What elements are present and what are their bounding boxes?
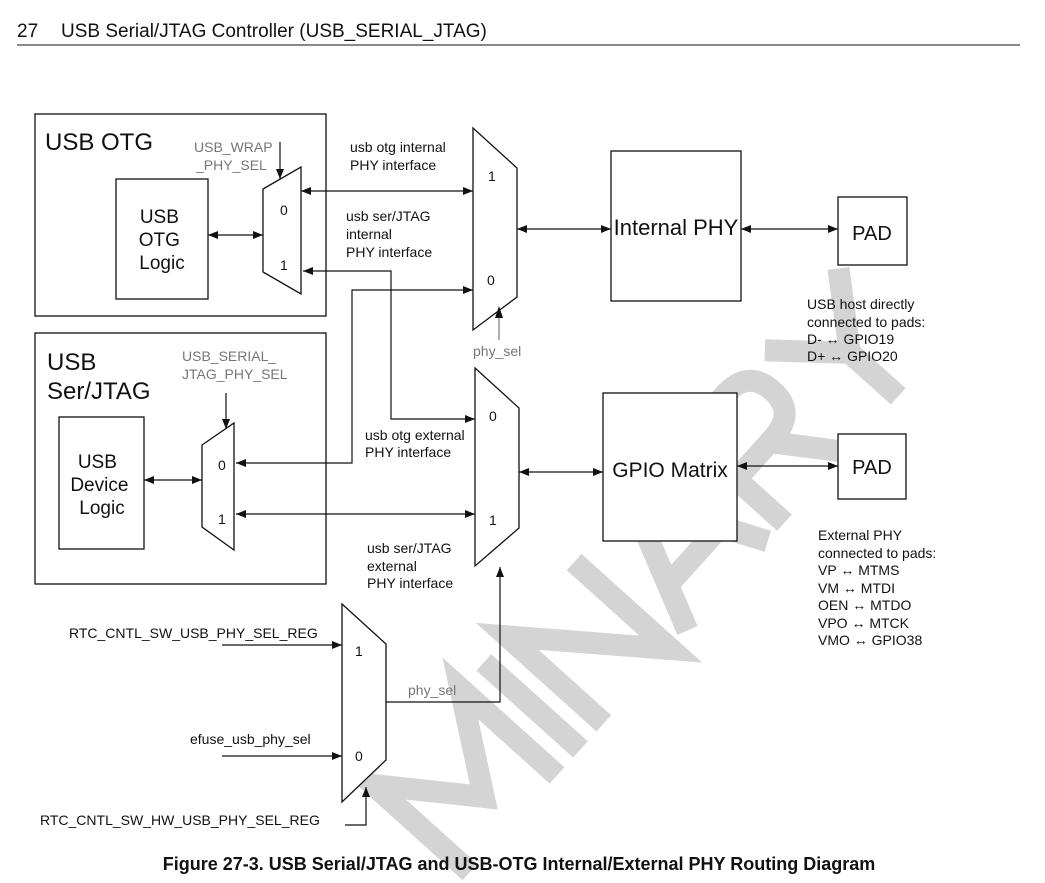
select-mux-port0: 0 <box>355 748 363 764</box>
serjtag-mux-port1: 1 <box>218 511 226 527</box>
internal-mux-sel-arrowhead <box>495 306 503 318</box>
usb-otg-title: USB OTG <box>45 129 153 156</box>
chapter-number: 27 <box>17 21 38 42</box>
phy-sel-output-line <box>386 567 504 703</box>
otg-mux-port1: 1 <box>280 257 288 273</box>
usb-otg-logic-label: USB OTG Logic <box>139 207 185 274</box>
external-phy-mux <box>474 366 520 568</box>
pad-bottom-label: PAD <box>852 457 892 479</box>
internal-phy-mux <box>472 126 518 332</box>
internal-phy-box <box>610 150 742 302</box>
usb-device-logic-label: USB Device Logic <box>70 452 133 519</box>
pad-top-box <box>837 196 908 266</box>
serjtag-external-label: usb ser/JTAG external PHY interface <box>367 540 455 591</box>
gpio-matrix-label: GPIO Matrix <box>612 459 728 482</box>
serjtag-mux <box>201 421 235 552</box>
serjtag-internal-label: usb ser/JTAG internal PHY interface <box>346 208 434 260</box>
external-mux-port0: 0 <box>489 408 497 424</box>
otg-external-label: usb otg external PHY interface <box>365 427 469 460</box>
external-pad-note: External PHY connected to pads: VP ↔ MTM… <box>818 527 940 648</box>
rtc-sw-usb-phy-sel-label: RTC_CNTL_SW_USB_PHY_SEL_REG <box>69 625 318 641</box>
internal-mux-port1: 1 <box>488 168 496 184</box>
otg-mux <box>262 165 302 296</box>
usb-wrap-phy-sel-label: USB_WRAP _PHY_SEL <box>194 139 276 173</box>
internal-mux-port0: 0 <box>487 272 495 288</box>
otg-mux-port0: 0 <box>280 202 288 218</box>
efuse-usb-phy-sel-label: efuse_usb_phy_sel <box>190 731 311 747</box>
pad-top-label: PAD <box>852 223 892 245</box>
phy-select-mux <box>341 602 387 804</box>
external-mux-port1: 1 <box>489 512 497 528</box>
page-header-title: USB Serial/JTAG Controller (USB_SERIAL_J… <box>61 21 487 42</box>
otg-external-link <box>303 267 475 423</box>
usb-otg-logic-box <box>115 178 209 300</box>
internal-mux-sel-label: phy_sel <box>473 343 521 359</box>
rtc-sw-hw-sel-arrow <box>345 787 370 826</box>
serjtag-mux-port0: 0 <box>218 457 226 473</box>
usb-serjtag-title: USB Ser/JTAG <box>47 349 151 405</box>
rtc-sw-hw-usb-phy-sel-label: RTC_CNTL_SW_HW_USB_PHY_SEL_REG <box>40 812 320 828</box>
figure-caption: Figure 27-3. USB Serial/JTAG and USB-OTG… <box>163 854 875 874</box>
select-mux-port1: 1 <box>355 643 363 659</box>
phy-sel-output-label: phy_sel <box>408 682 456 698</box>
internal-pad-note: USB host directly connected to pads: D- … <box>807 296 929 364</box>
otg-internal-label: usb otg internal PHY interface <box>350 139 450 173</box>
internal-phy-label: Internal PHY <box>614 215 739 240</box>
gpio-matrix-box <box>602 392 738 542</box>
pad-bottom-box <box>837 433 907 500</box>
